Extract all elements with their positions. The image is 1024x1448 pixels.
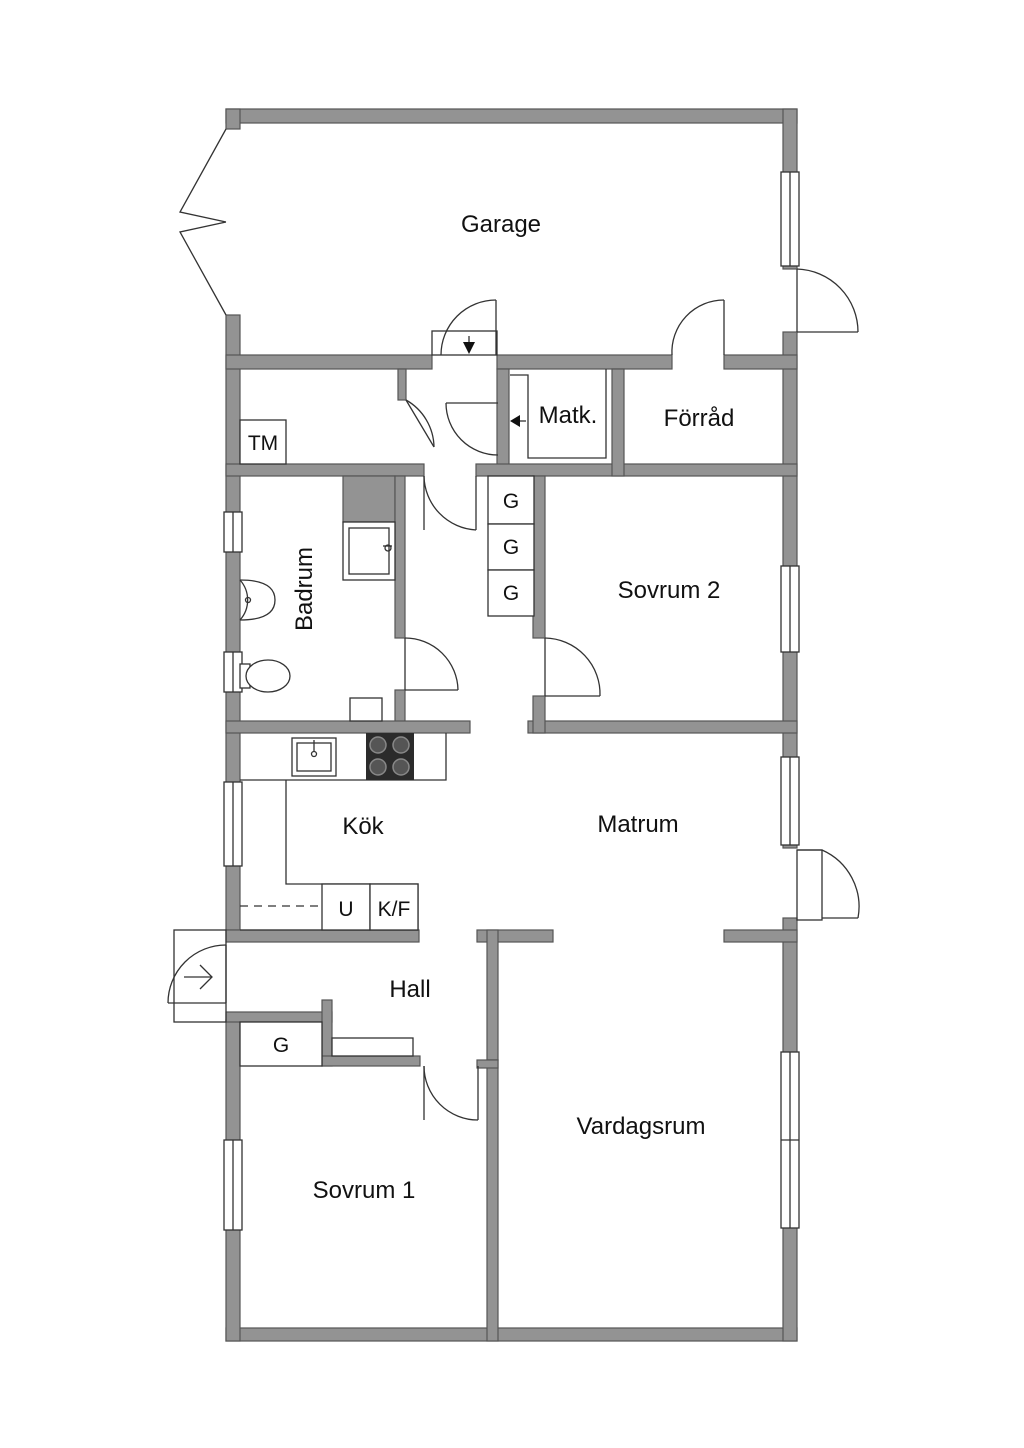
window [780,756,800,846]
door [796,268,859,333]
wardrobe [487,569,535,617]
door [671,299,725,356]
garage-wall [723,354,798,370]
bath-wall [394,475,406,639]
door [431,299,498,356]
wardrobe-label: G [273,1034,289,1057]
wardrobe-label: G [503,536,519,559]
window [223,1139,243,1231]
outer-wall-top [225,108,798,124]
room-label-hall: Hall [389,976,430,1003]
fridge-label: K/F [378,898,411,921]
door [404,637,459,691]
hall-shelf [331,1037,414,1057]
washbasin [239,579,276,621]
door [796,849,860,921]
door [445,402,526,456]
room-label-living: Vardagsrum [577,1113,706,1140]
door [405,399,435,448]
corridor-wall [496,368,510,477]
bath-cabinet [349,697,383,722]
fixtures [239,369,607,1067]
room-label-garage: Garage [461,211,541,238]
shower [342,521,396,581]
room-label-bathroom: Badrum [291,547,318,631]
living-wall [476,1059,499,1069]
hall-wall [225,929,420,943]
store-wall [611,368,625,477]
doors [167,128,860,1121]
garage-wall [496,354,673,370]
hall-wall [723,929,798,943]
wardrobe [239,1021,323,1067]
washing-machine-box [239,419,287,465]
kitchen-wall [527,720,798,734]
window [223,511,243,553]
pantry-shelf [510,369,607,459]
fridge-freezer [369,883,419,931]
walls [225,108,798,1342]
oven-label: U [338,898,353,921]
garage-door [179,128,227,316]
room-label-kitchen: Kök [342,813,384,840]
laundry-wall [225,463,425,477]
bedroom1-wall [321,1055,421,1067]
bedroom2-wall [532,475,546,639]
washing-machine-label: TM [248,432,278,455]
entrance-door [167,929,227,1023]
wardrobe [487,475,535,525]
stove [366,733,414,780]
windows [223,171,800,1231]
bedroom1-wall [225,1011,333,1023]
wardrobe-label: G [503,582,519,605]
labels: Garage Matk. Förråd TM Badrum Sovrum 2 K… [248,211,735,1204]
kitchen-wall [225,720,471,734]
room-label-bedroom-2: Sovrum 2 [618,577,721,604]
kitchen-sink [291,737,337,777]
bath-shaft [342,475,396,523]
outer-wall-bottom [225,1327,798,1342]
store-wall [475,463,798,477]
room-label-bedroom-1: Sovrum 1 [313,1177,416,1204]
wardrobe-label: G [503,490,519,513]
room-label-storage: Förråd [664,405,735,432]
window [780,171,800,267]
room-label-dining: Matrum [597,811,678,838]
living-wall [486,1059,499,1342]
room-label-pantry: Matk. [539,402,598,429]
door [423,475,477,531]
garage-wall [225,354,433,370]
window [223,781,243,867]
laundry-wall [397,368,407,401]
toilet [239,659,291,693]
door [544,637,601,697]
bedroom2-wall [532,695,546,734]
window [780,1051,800,1229]
window [223,651,243,693]
outer-wall-left-seg [225,108,241,130]
window [780,565,800,653]
door [423,1065,479,1121]
living-wall [486,929,499,1061]
